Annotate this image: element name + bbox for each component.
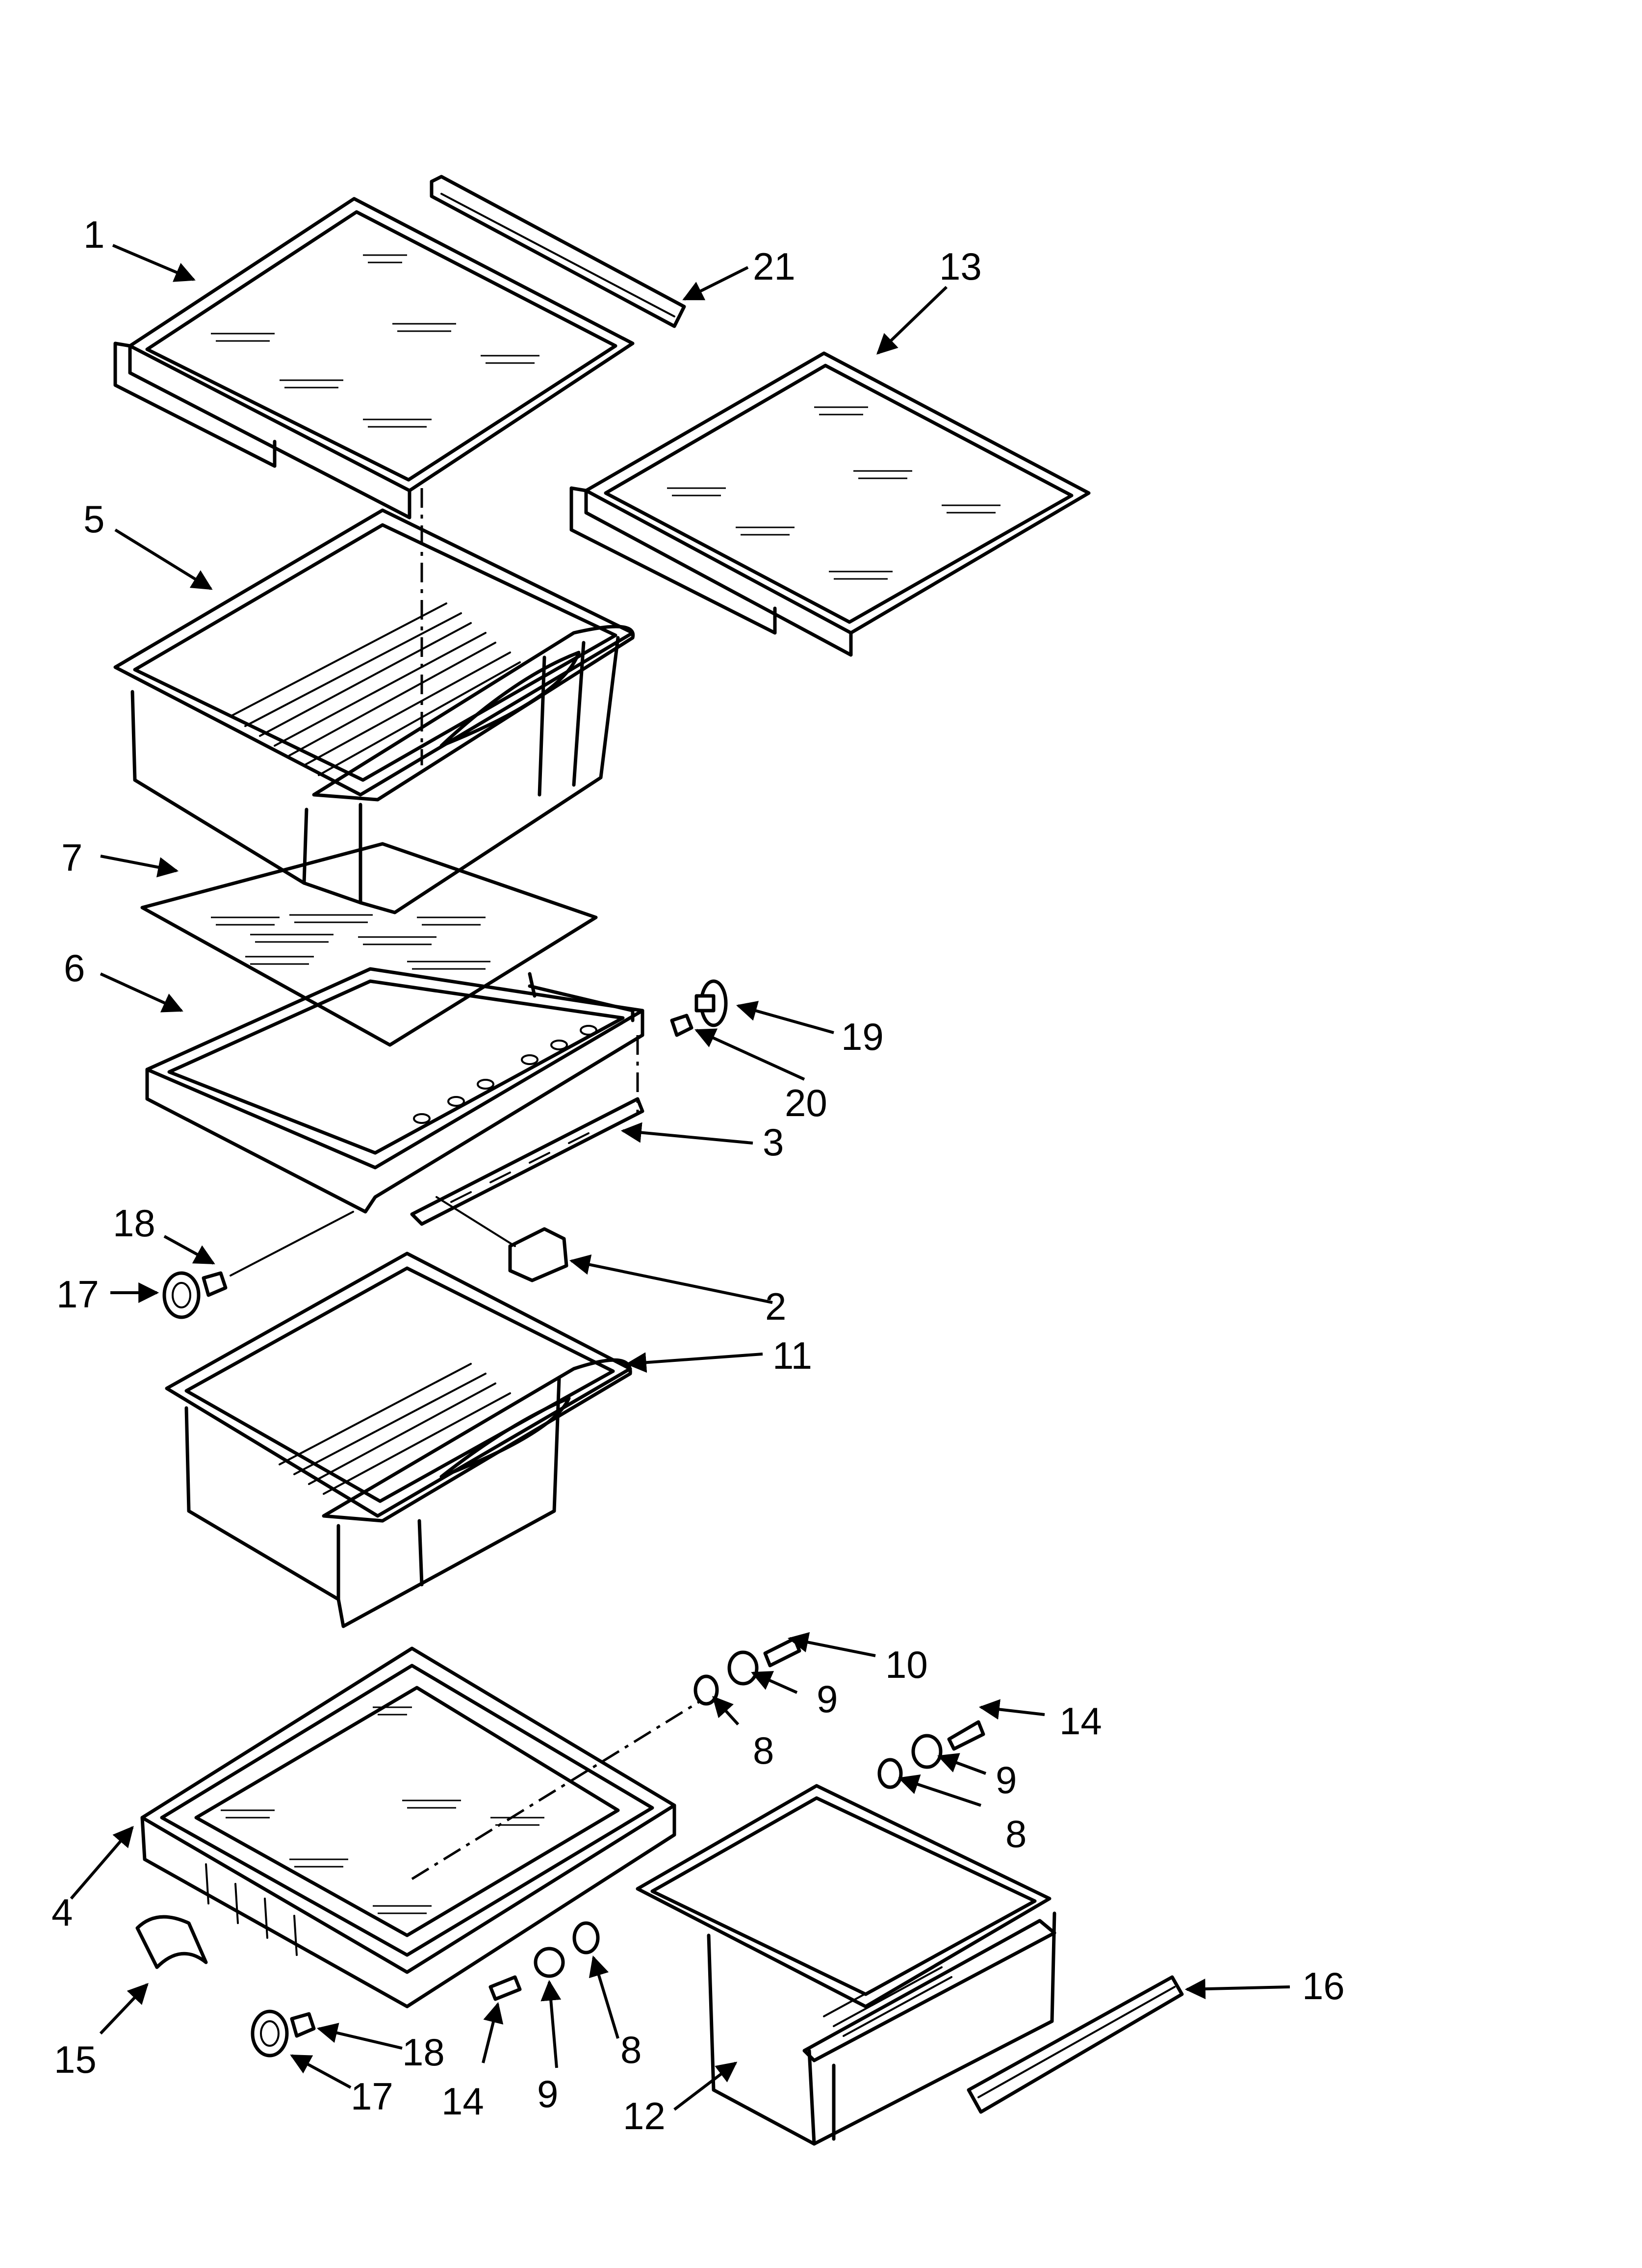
- callout-8a: 8: [753, 1729, 774, 1772]
- callout-8c: 8: [620, 2028, 641, 2071]
- callout-4: 4: [51, 1891, 73, 1934]
- callout-14b: 14: [441, 2080, 484, 2123]
- callout-19: 19: [841, 1015, 884, 1058]
- roller-19: [694, 979, 728, 1027]
- callout-9c: 9: [537, 2072, 558, 2115]
- screw-18-lower: [290, 2012, 316, 2038]
- crisper-cover-glass: [140, 842, 598, 1047]
- upper-crisper-pan: [113, 508, 635, 914]
- upper-glass-shelf: [113, 197, 635, 520]
- callout-6: 6: [64, 946, 85, 990]
- callout-5: 5: [83, 497, 104, 541]
- shelf-rear-rail: [430, 175, 686, 328]
- callout-15: 15: [54, 2038, 97, 2081]
- callout-11: 11: [772, 1334, 812, 1377]
- crisper-cover-frame: [145, 967, 644, 1214]
- leader-lines: [70, 244, 1290, 2111]
- callout-21: 21: [753, 245, 795, 288]
- callout-labels: 1 21 13 5 7 6 19 20 3 18 17 2 11 10 9 8 …: [51, 213, 1345, 2138]
- roller-17-upper: [162, 1271, 201, 1319]
- roller-17-lower: [251, 2009, 289, 2058]
- trim-clip: [135, 1915, 208, 1969]
- callout-18-lower: 18: [402, 2031, 445, 2074]
- callout-7: 7: [61, 836, 82, 879]
- callout-17-lower: 17: [351, 2075, 393, 2118]
- clip-part: [508, 1227, 568, 1282]
- callout-9a: 9: [817, 1677, 838, 1721]
- callout-9b: 9: [996, 1758, 1017, 1801]
- callout-17-upper: 17: [56, 1273, 99, 1316]
- callout-2: 2: [765, 1285, 786, 1328]
- callout-12: 12: [623, 2094, 666, 2138]
- right-glass-shelf: [569, 351, 1091, 657]
- callout-18-upper: 18: [113, 1201, 155, 1245]
- callout-3: 3: [763, 1121, 784, 1164]
- callout-8b: 8: [1005, 1812, 1026, 1855]
- screw-18-upper: [202, 1271, 228, 1297]
- upper-screw-stack: [693, 1637, 801, 1706]
- callout-1: 1: [83, 213, 104, 256]
- right-screw-stack: [877, 1720, 985, 1789]
- lower-shelf-frame: [140, 1646, 707, 2008]
- small-drawer: [636, 1784, 1056, 2146]
- callout-13: 13: [939, 245, 982, 288]
- callout-14a: 14: [1059, 1699, 1102, 1743]
- drawer-handle-trim: [967, 1975, 1184, 2114]
- callout-16: 16: [1302, 1964, 1345, 2007]
- callout-20: 20: [785, 1081, 827, 1124]
- lower-screw-stack: [488, 1921, 600, 2001]
- bracket-bar: [410, 1097, 644, 1226]
- screw-20: [670, 1014, 693, 1037]
- callout-10: 10: [885, 1643, 928, 1686]
- middle-crisper-pan: [165, 1251, 632, 1628]
